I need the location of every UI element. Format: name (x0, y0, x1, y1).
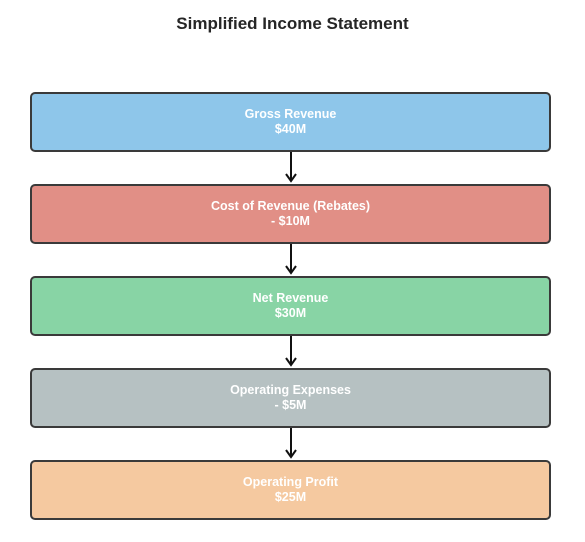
arrow-down-icon (285, 336, 297, 367)
step-operating-profit: Operating Profit $25M (30, 460, 551, 520)
arrow-down-icon (285, 428, 297, 459)
diagram-title: Simplified Income Statement (176, 14, 409, 33)
step-label: Net Revenue (252, 291, 329, 305)
step-value: $30M (274, 306, 307, 320)
step-label: Gross Revenue (244, 107, 337, 121)
step-label: Operating Profit (242, 475, 339, 489)
step-label: Operating Expenses (230, 383, 351, 397)
arrow-down-icon (285, 244, 297, 275)
step-gross-revenue: Gross Revenue $40M (30, 92, 551, 152)
step-value: - $5M (274, 398, 307, 412)
arrow-down-icon (285, 152, 297, 183)
step-value: - $10M (271, 214, 310, 228)
step-cost-of-revenue: Cost of Revenue (Rebates) - $10M (30, 184, 551, 244)
step-label: Cost of Revenue (Rebates) (210, 199, 371, 213)
step-net-revenue: Net Revenue $30M (30, 276, 551, 336)
step-value: $40M (274, 122, 307, 136)
step-value: $25M (274, 490, 307, 504)
step-operating-expenses: Operating Expenses - $5M (30, 368, 551, 428)
